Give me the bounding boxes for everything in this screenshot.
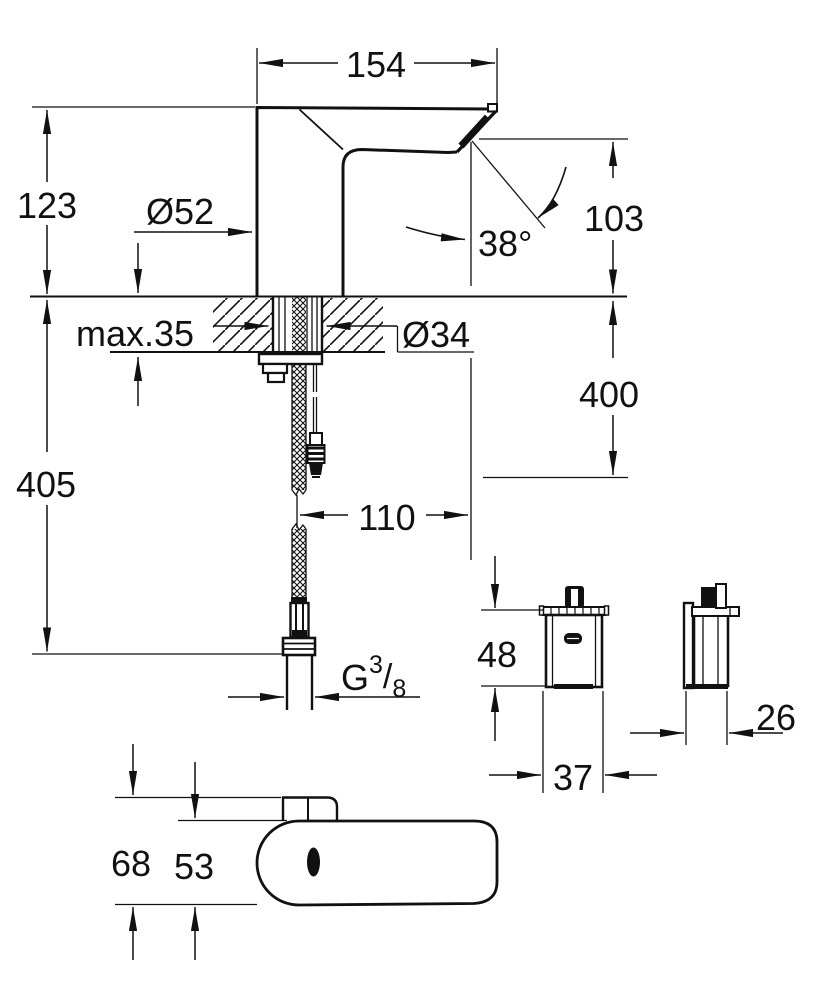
dim-box-height-label: 48 xyxy=(477,634,517,675)
thread-slash: / xyxy=(383,658,393,696)
lever-outline xyxy=(281,796,339,821)
hose-break-jag xyxy=(291,487,307,497)
angle-leader-arrow xyxy=(405,226,466,242)
control-box-side-view xyxy=(682,583,740,690)
box-body-side xyxy=(692,613,730,688)
control-box-front-view xyxy=(538,586,610,689)
dim-deck-thickness-label: max.35 xyxy=(76,313,194,354)
mounting-nut-lower xyxy=(266,371,286,384)
aerator-band xyxy=(458,114,491,149)
box-connector-side xyxy=(701,587,716,607)
dim-spout-height: 123 xyxy=(17,106,255,294)
spout-tip-cap xyxy=(487,103,498,113)
box-bottom-bar xyxy=(554,684,593,689)
hose-in-shank xyxy=(292,297,306,354)
box-body xyxy=(544,613,604,689)
dim-base-diameter-label: Ø52 xyxy=(146,191,214,232)
dim-box-depth-label: 26 xyxy=(756,697,796,738)
dim-outlet-offset-label: 110 xyxy=(358,497,415,538)
dim-outlet-offset: 110 xyxy=(300,497,468,538)
sensor-window xyxy=(307,847,320,877)
mounting-washer xyxy=(257,352,324,366)
dim-deck-thickness: max.35 xyxy=(76,313,194,406)
dim-spout-angle-label: 38° xyxy=(478,223,532,264)
spout-underside xyxy=(341,147,458,297)
angle-construction: 38° xyxy=(405,140,567,560)
hose-collar xyxy=(291,597,307,603)
dim-box-width: 37 xyxy=(489,691,657,798)
plug-tip xyxy=(309,463,323,475)
dim-box-depth: 26 xyxy=(630,691,796,745)
box-connector-slot xyxy=(571,589,578,608)
dim-body-depth: 53 xyxy=(174,762,287,960)
counter-hatch-left xyxy=(213,298,272,351)
box-plate-ticks xyxy=(550,607,600,615)
angle-arc-arrow xyxy=(537,166,567,219)
dim-hole-diameter-label: Ø34 xyxy=(402,314,470,355)
box-plate-tab xyxy=(603,605,610,616)
dim-hole-diameter: Ø34 xyxy=(213,314,474,355)
dim-outlet-height-label: 103 xyxy=(584,198,644,239)
box-connector-flag xyxy=(715,583,727,609)
supply-hose xyxy=(281,364,317,710)
dim-hose-length-label: 405 xyxy=(16,464,76,505)
mounting-shank xyxy=(257,297,324,384)
sensor-cable-plug xyxy=(306,364,326,478)
dim-total-depth-label: 68 xyxy=(111,843,151,884)
thread-numerator: 3 xyxy=(369,651,383,679)
dim-spout-projection-label: 154 xyxy=(346,44,406,85)
plan-body-outline xyxy=(255,819,499,907)
dim-cable-length-label: 400 xyxy=(579,374,639,415)
faucet-plan-view xyxy=(255,796,499,907)
thread-g: G xyxy=(341,657,369,698)
dim-base-diameter: Ø52 xyxy=(133,191,252,293)
faucet-side-view xyxy=(255,103,498,297)
hose-upper xyxy=(292,364,306,490)
dim-cable-length: 400 xyxy=(483,301,639,479)
fitting-band xyxy=(292,630,307,637)
dim-box-width-label: 37 xyxy=(553,757,593,798)
hose-nut xyxy=(281,636,317,657)
mounting-nut xyxy=(261,362,289,375)
dim-thread-size: G3/8 xyxy=(228,651,420,703)
box-bottom-bar-side xyxy=(686,684,728,689)
dim-outlet-height: 103 xyxy=(479,138,644,294)
dim-body-depth-label: 53 xyxy=(174,846,214,887)
dim-box-height: 48 xyxy=(477,556,546,741)
dim-hose-length: 405 xyxy=(16,300,283,655)
body-edge-line xyxy=(298,108,344,151)
spray-angle-line xyxy=(471,140,546,229)
faucet-body-outline xyxy=(255,105,490,297)
dim-spout-projection: 154 xyxy=(256,44,498,107)
plug-neck xyxy=(309,432,323,446)
thread-denominator: 8 xyxy=(392,675,406,703)
counter-hatch-right xyxy=(323,298,383,351)
dim-spout-height-label: 123 xyxy=(17,185,77,226)
dim-thread-size-label: G3/8 xyxy=(341,651,406,703)
hose-lower xyxy=(292,529,306,597)
